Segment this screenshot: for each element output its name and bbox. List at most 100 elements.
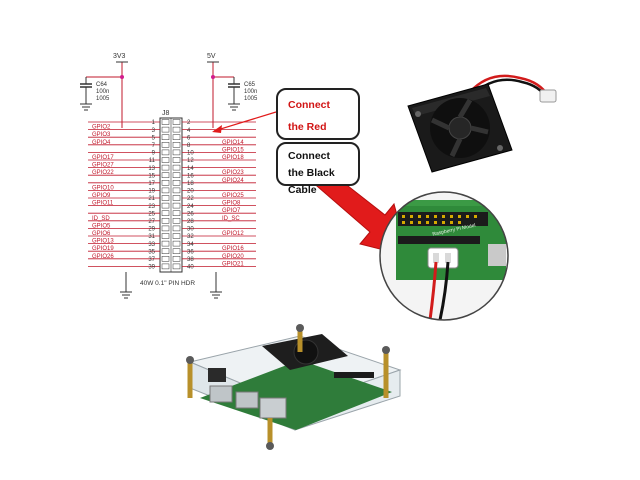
header-pad: [172, 164, 181, 171]
zoom-inset: Raspberry Pi Model: [380, 192, 508, 320]
header-pad: [161, 195, 170, 201]
header-pad: [161, 180, 170, 186]
header-pad: [161, 149, 170, 156]
pin-number: 17: [148, 181, 155, 187]
pin-number: 27: [148, 219, 155, 225]
pin-number: 28: [187, 219, 194, 225]
pin-number: 8: [187, 143, 191, 149]
pin-number: 22: [187, 196, 194, 202]
callout-red-cable: Connect the Red Cable: [276, 88, 360, 155]
pin-number: 36: [187, 249, 194, 255]
net-label-right: GPIO24: [222, 178, 244, 184]
pin-number: 19: [148, 189, 155, 195]
header-pad: [161, 164, 170, 171]
case-image: [186, 324, 402, 450]
pin-number: 13: [148, 166, 155, 172]
pin-number: 16: [187, 173, 194, 179]
header-pad: [172, 172, 181, 178]
header-pad: [161, 157, 170, 163]
net-label-right: GPIO25: [222, 193, 244, 199]
header-caption: 40W 0.1" PIN HDR: [140, 280, 195, 287]
net-label-right: GPIO16: [222, 246, 244, 252]
cap-c64-value: 100n: [96, 89, 109, 95]
net-label-left: GPIO6: [92, 231, 111, 237]
header-pad: [172, 180, 181, 186]
pin-number: 32: [187, 234, 194, 240]
net-label-left: GPIO11: [92, 201, 114, 207]
net-label-left: GPIO10: [92, 185, 114, 191]
header-pad: [161, 172, 170, 178]
net-label-right: GPIO21: [222, 261, 244, 267]
header-pad: [161, 142, 170, 148]
pin-number: 6: [187, 135, 191, 141]
pin-number: 10: [187, 151, 194, 157]
power-label-3v3: 3V3: [113, 53, 126, 60]
pin-number: 15: [148, 173, 155, 179]
header-pad: [172, 263, 181, 270]
pin-number: 33: [148, 242, 155, 248]
net-label-left: GPIO27: [92, 163, 114, 169]
pin-number: 3: [152, 128, 156, 134]
pin-number: 20: [187, 189, 194, 195]
net-label-left: GPIO9: [92, 193, 111, 199]
net-label-left: GPIO22: [92, 170, 114, 176]
header-pad: [161, 263, 170, 270]
cap-c64-name: C64: [96, 82, 108, 88]
pin-number: 12: [187, 158, 194, 164]
net-label-right: GPIO15: [222, 147, 244, 153]
header-pad: [161, 240, 170, 247]
header-pad: [172, 187, 181, 194]
pin-number: 34: [187, 242, 194, 248]
net-label-right: GPIO14: [222, 140, 244, 146]
pin-number: 24: [187, 204, 194, 210]
cap-c65-name: C65: [244, 82, 256, 88]
pin-number: 4: [187, 128, 191, 134]
power-label-5v: 5V: [207, 53, 216, 60]
pin-number: 40: [187, 265, 194, 271]
pin-number: 30: [187, 227, 194, 233]
header-pad: [161, 225, 170, 232]
header-pad: [172, 126, 181, 133]
net-label-left: GPIO26: [92, 254, 114, 260]
pin-number: 26: [187, 211, 194, 217]
callout-black-cable-text: Connect the Black Cable: [288, 150, 335, 196]
header-pad: [161, 233, 170, 239]
callout-black-cable: Connect the Black Cable: [276, 142, 360, 196]
header-pad: [161, 218, 170, 224]
net-label-left: ID_SD: [92, 216, 110, 222]
cap-c64-package: 1005: [96, 96, 110, 102]
net-label-right: GPIO18: [222, 155, 244, 161]
header-pad: [172, 218, 181, 224]
header-pad: [161, 126, 170, 133]
pin-number: 21: [148, 196, 155, 202]
header-pad: [161, 187, 170, 194]
net-label-left: GPIO4: [92, 140, 111, 146]
pin-number: 14: [187, 166, 194, 172]
header-pad: [172, 225, 181, 232]
header-pad: [161, 248, 170, 254]
fan-image: [407, 74, 557, 173]
net-label-right: GPIO7: [222, 208, 241, 214]
header-pad: [172, 233, 181, 239]
net-label-left: GPIO3: [92, 132, 111, 138]
header-ref: J8: [162, 110, 170, 117]
net-label-right: GPIO20: [222, 254, 244, 260]
header-pad: [161, 202, 170, 209]
header-pad: [172, 149, 181, 156]
header-pad: [172, 119, 181, 125]
net-label-right: GPIO12: [222, 231, 244, 237]
pin-number: 39: [148, 265, 155, 271]
pin-number: 35: [148, 249, 155, 255]
net-label-left: GPIO5: [92, 223, 111, 229]
net-label-left: GPIO2: [92, 125, 111, 131]
header-pad: [161, 134, 170, 140]
pin-number: 23: [148, 204, 155, 210]
net-label-left: GPIO19: [92, 246, 114, 252]
header-pad: [172, 248, 181, 254]
net-label-right: ID_SC: [222, 216, 240, 222]
net-label-right: GPIO23: [222, 170, 244, 176]
net-label-right: GPIO8: [222, 201, 241, 207]
pin-number: 5: [152, 135, 156, 141]
cap-c65-value: 100n: [244, 89, 257, 95]
pin-number: 31: [148, 234, 155, 240]
